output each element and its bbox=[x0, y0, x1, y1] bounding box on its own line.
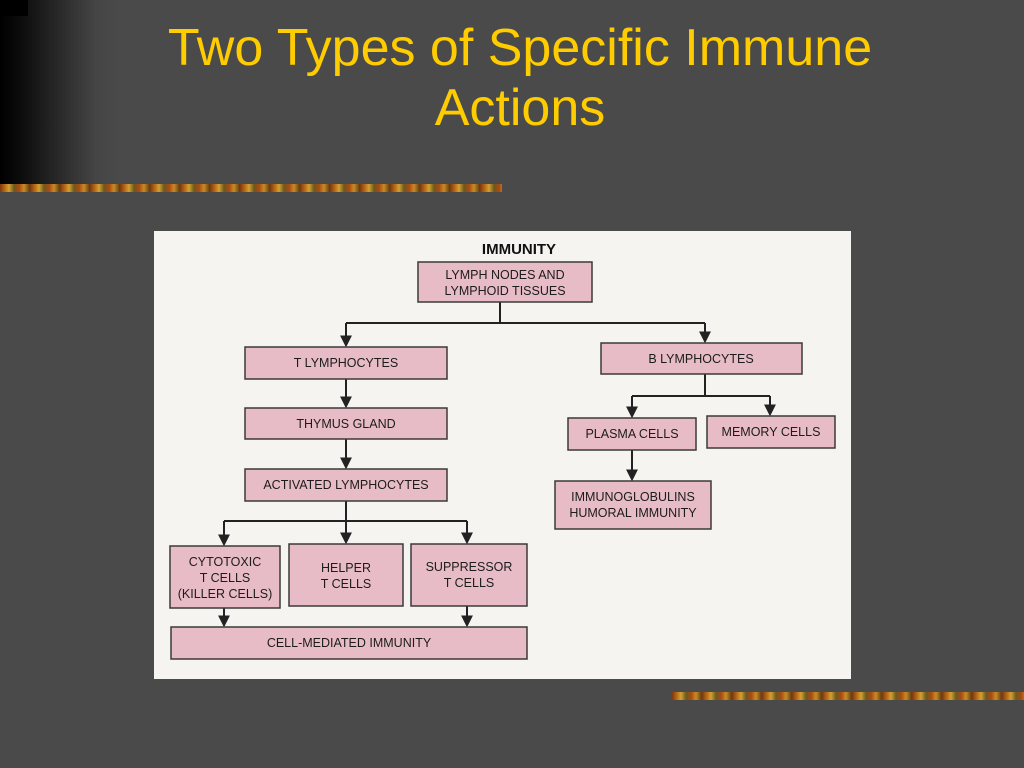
box-suppressor-line-1: SUPPRESSOR bbox=[426, 560, 513, 574]
corner-mark bbox=[0, 0, 28, 16]
decorative-stripe-top bbox=[0, 184, 502, 192]
box-lymph-nodes: LYMPH NODES AND LYMPHOID TISSUES bbox=[417, 261, 593, 303]
box-suppressor-t-cells: SUPPRESSOR T CELLS bbox=[410, 543, 528, 607]
diagram-heading: IMMUNITY bbox=[482, 241, 556, 258]
box-b-lymphocytes: B LYMPHOCYTES bbox=[600, 342, 803, 375]
slide-title-line-2: Actions bbox=[434, 79, 606, 137]
decorative-stripe-bottom bbox=[672, 692, 1024, 700]
box-lymph-nodes-line-1: LYMPH NODES AND bbox=[445, 268, 564, 282]
box-cytotoxic-line-3: (KILLER CELLS) bbox=[178, 587, 272, 601]
box-plasma-cells: PLASMA CELLS bbox=[567, 417, 697, 451]
box-plasma-cells-label: PLASMA CELLS bbox=[585, 427, 678, 441]
box-t-lymphocytes-label: T LYMPHOCYTES bbox=[294, 356, 398, 370]
box-thymus-gland: THYMUS GLAND bbox=[244, 407, 448, 440]
box-helper-line-1: HELPER bbox=[321, 561, 371, 575]
slide-title: Two Types of Specific Immune Actions bbox=[60, 18, 980, 138]
box-lymph-nodes-line-2: LYMPHOID TISSUES bbox=[444, 284, 565, 298]
box-cytotoxic-line-1: CYTOTOXIC bbox=[189, 555, 261, 569]
box-memory-cells: MEMORY CELLS bbox=[706, 415, 836, 449]
slide-title-line-1: Two Types of Specific Immune bbox=[167, 19, 873, 77]
box-activated-lymphocytes-label: ACTIVATED LYMPHOCYTES bbox=[263, 478, 428, 492]
corner-shading bbox=[0, 0, 300, 190]
box-cell-mediated-label: CELL-MEDIATED IMMUNITY bbox=[267, 636, 432, 650]
box-memory-cells-label: MEMORY CELLS bbox=[722, 425, 821, 439]
box-b-lymphocytes-label: B LYMPHOCYTES bbox=[648, 352, 753, 366]
box-helper-t-cells: HELPER T CELLS bbox=[288, 543, 404, 607]
box-immunoglobulins-line-1: IMMUNOGLOBULINS bbox=[571, 490, 695, 504]
box-thymus-gland-label: THYMUS GLAND bbox=[296, 417, 395, 431]
box-cytotoxic-line-2: T CELLS bbox=[200, 571, 251, 585]
box-immunoglobulins: IMMUNOGLOBULINS HUMORAL IMMUNITY bbox=[554, 480, 712, 530]
box-cell-mediated-immunity: CELL-MEDIATED IMMUNITY bbox=[170, 626, 528, 660]
immunity-flowchart: IMMUNITY LYMPH NODES AND LYMPHOID TISSUE… bbox=[154, 231, 851, 679]
box-suppressor-line-2: T CELLS bbox=[444, 576, 495, 590]
box-immunoglobulins-line-2: HUMORAL IMMUNITY bbox=[569, 506, 697, 520]
box-activated-lymphocytes: ACTIVATED LYMPHOCYTES bbox=[244, 468, 448, 502]
box-helper-line-2: T CELLS bbox=[321, 577, 372, 591]
box-t-lymphocytes: T LYMPHOCYTES bbox=[244, 346, 448, 380]
connector-lines bbox=[218, 301, 776, 628]
box-cytotoxic-t-cells: CYTOTOXIC T CELLS (KILLER CELLS) bbox=[169, 545, 281, 609]
flowchart-svg: IMMUNITY LYMPH NODES AND LYMPHOID TISSUE… bbox=[169, 241, 836, 660]
